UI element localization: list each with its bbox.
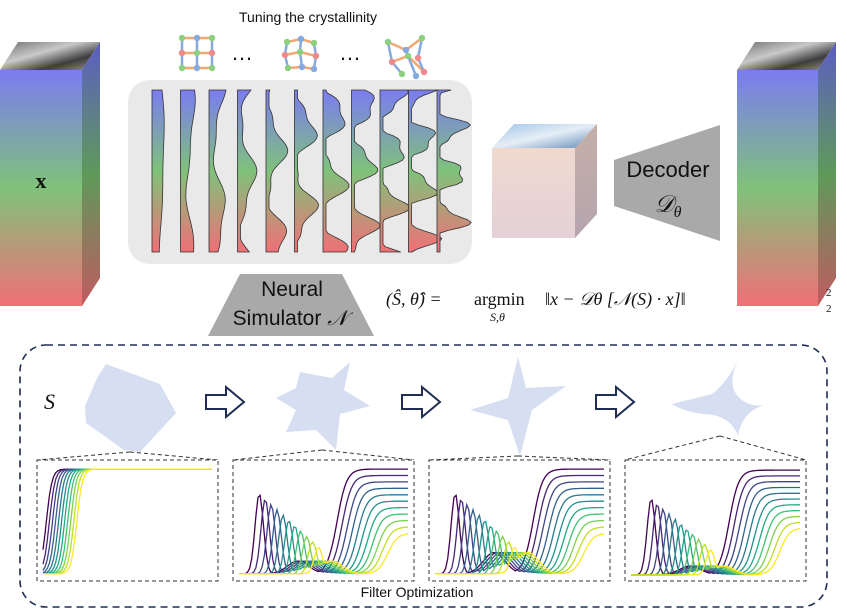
- spectral-slice: [408, 89, 443, 253]
- regular-lattice-icon: [178, 34, 216, 72]
- filter-optimization-frame: [19, 344, 828, 608]
- spectral-slice: [322, 89, 350, 253]
- filter-shape-stage-3: [470, 357, 566, 456]
- spectral-slice: [351, 89, 381, 253]
- spectral-slice: [436, 89, 472, 253]
- ellipsis-2: …: [339, 40, 361, 65]
- equation-argmin: argmin: [474, 289, 525, 309]
- simulator-label-line2: Simulator 𝒩: [233, 306, 354, 330]
- arrow-right-icon: [595, 384, 636, 420]
- spectral-slice: [294, 89, 319, 253]
- optimization-equation: (Ŝ, θ̂) = argmin S,θ ‖x − 𝒟θ [𝒩(S) · x]‖…: [386, 287, 832, 324]
- decoder-block: Decoder 𝒟θ: [614, 125, 720, 241]
- spectral-slice: [151, 89, 165, 253]
- output-hyperspectral-cube: [737, 42, 836, 306]
- spectral-slice: [265, 89, 289, 253]
- equation-norm-sup: 2: [826, 287, 832, 299]
- spectral-slice: [237, 89, 258, 253]
- equation-norm-sub: 2: [826, 303, 832, 315]
- rgb-image-cube: [492, 124, 597, 238]
- crystallinity-label: Tuning the crystallinity: [239, 9, 377, 25]
- arrow-right-icon: [401, 384, 442, 420]
- filter-shape-stage-2: [276, 362, 370, 450]
- filter-optimization-label: Filter Optimization: [361, 584, 474, 600]
- decoder-label: Decoder: [626, 157, 709, 182]
- simulator-label-line1: Neural: [261, 278, 323, 301]
- ellipsis-1: …: [231, 40, 253, 65]
- spectral-slices: [151, 89, 472, 253]
- distorted-lattice-icon: [281, 35, 320, 73]
- spectral-slice: [180, 89, 196, 253]
- filter-response-plots: [36, 435, 807, 582]
- filter-shape-stage-1: [85, 364, 176, 452]
- spectral-slice: [208, 89, 227, 253]
- filter-shape-stage-4: [672, 360, 768, 436]
- equation-lhs: (Ŝ, θ̂) =: [386, 288, 441, 310]
- spectral-slice: [379, 89, 411, 253]
- disordered-lattice-icon: [384, 34, 428, 80]
- input-cube-label: x: [36, 168, 47, 193]
- shape-label: S: [44, 389, 55, 414]
- equation-argmin-sub: S,θ: [490, 310, 505, 324]
- input-hyperspectral-cube: x: [0, 42, 100, 306]
- arrow-right-icon: [205, 384, 246, 420]
- neural-simulator-block: Neural Simulator 𝒩: [208, 274, 374, 336]
- equation-rhs: ‖x − 𝒟θ [𝒩(S) · x]‖: [545, 289, 686, 310]
